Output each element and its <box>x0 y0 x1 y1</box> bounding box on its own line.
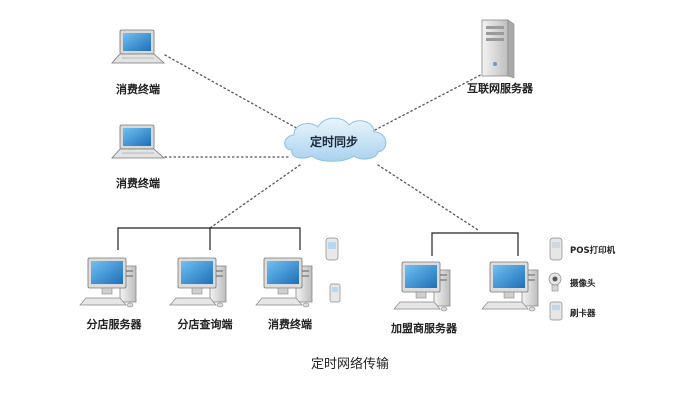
webcam-icon <box>548 272 562 292</box>
franchise-connector <box>431 232 519 256</box>
peripheral-label-camera: 摄像头 <box>570 278 596 289</box>
sync-cloud: 定时同步 <box>284 117 387 162</box>
card-reader-icon <box>549 301 563 321</box>
diagram-caption: 定时网络传输 <box>311 356 389 372</box>
franchise-label: 加盟商服务器 <box>390 321 458 335</box>
peripheral-label-pos: POS打印机 <box>570 245 616 256</box>
sync-links <box>164 54 491 231</box>
card-device-icon <box>329 283 341 303</box>
pos-printer-icon <box>549 237 563 261</box>
desktop-pc-icon <box>255 257 313 308</box>
internet-server-label: 互联网服务器 <box>467 81 534 95</box>
laptop-label-1: 消费终端 <box>116 82 160 96</box>
laptop-icon <box>111 124 165 159</box>
laptop-icon <box>111 29 165 64</box>
handheld-device-icon <box>325 237 339 261</box>
desktop-pc-icon <box>393 261 451 312</box>
branch-label-3: 消费终端 <box>268 317 312 331</box>
branch-label-2: 分店查询端 <box>178 317 233 331</box>
desktop-pc-icon <box>79 257 137 308</box>
peripheral-label-card: 刷卡器 <box>569 308 596 319</box>
desktop-pc-icon <box>481 261 539 312</box>
cloud-label: 定时同步 <box>310 134 358 149</box>
server-tower-icon <box>481 19 515 79</box>
branch-label-1: 分店服务器 <box>87 317 143 331</box>
branch-connector <box>117 227 301 250</box>
desktop-pc-icon <box>169 257 227 308</box>
laptop-label-2: 消费终端 <box>116 176 160 190</box>
